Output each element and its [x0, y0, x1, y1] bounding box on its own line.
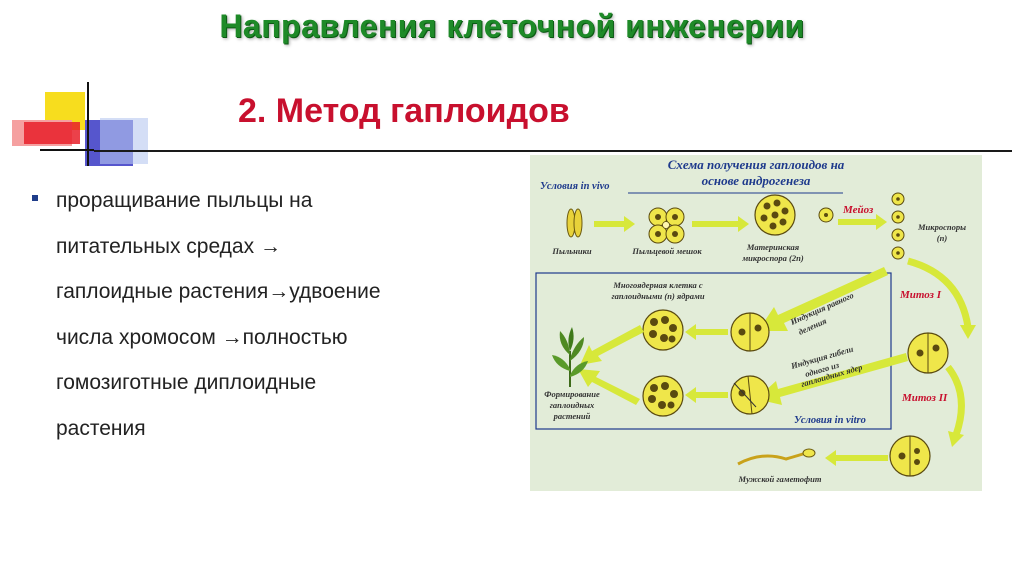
mother-microspore-icon — [754, 194, 796, 236]
arrow-to-multinuclear-bottom — [685, 387, 728, 403]
diagram-title-line1: Схема получения гаплоидов на — [668, 157, 845, 172]
subtitle: 2. Метод гаплоидов — [238, 92, 570, 130]
light-blue-square — [100, 118, 148, 164]
bullet-line: гомозиготные диплоидные — [56, 371, 317, 394]
arrow-sac-to-mother — [692, 216, 749, 232]
formation-label-line3: растений — [553, 411, 591, 421]
plant-icon — [552, 327, 588, 387]
formation-label-line2: гаплоидных — [550, 400, 595, 410]
title-rule — [94, 150, 1012, 152]
diagram-title-line2: основе андрогенеза — [702, 173, 811, 188]
bullet-marker — [32, 195, 38, 201]
binucleate-cell-box-top-icon — [730, 312, 770, 352]
gametophyte-label: Мужской гаметофит — [738, 474, 822, 484]
multinuclear-cell-top-icon — [642, 309, 684, 351]
mitosis2-label: Митоз II — [901, 392, 948, 404]
mother-label-line2: микроспора (2n) — [741, 253, 804, 263]
bullet-line: проращивание пыльцы на — [56, 189, 313, 212]
arrow-to-mitosis2 — [945, 364, 965, 437]
pollen-sac-label: Пыльцевой мешок — [631, 246, 702, 256]
multinuclear-cell-bottom-icon — [642, 375, 684, 417]
arrow-to-multinuclear-top — [685, 324, 728, 340]
multinuclear-label-line2: гаплоидными (n) ядрами — [611, 291, 704, 301]
anthers-icon — [566, 208, 583, 238]
decorative-squares — [12, 82, 148, 166]
in-vitro-box — [535, 272, 892, 430]
header-title: Направления клеточной инженерии — [219, 8, 805, 44]
tricellular-cell-icon — [889, 435, 931, 477]
binucleate-cell-box-bottom-icon — [730, 375, 770, 415]
bullet-line: растения — [56, 416, 146, 440]
androgenesis-diagram: Схема получения гаплоидов на основе андр… — [530, 155, 982, 491]
arrow-to-plant-bottom — [578, 369, 640, 405]
arrow-to-gametophyte — [825, 450, 888, 466]
mitosis1-label: Митоз I — [899, 289, 942, 301]
arrow-to-mitosis1 — [907, 257, 972, 328]
microspores-column-icon — [891, 192, 905, 260]
formation-label-line1: Формирование — [544, 389, 600, 399]
binucleate-cell-right-icon — [907, 332, 949, 374]
mother-label-line1: Материнская — [746, 242, 800, 252]
arrow-meiosis — [838, 214, 887, 230]
multinuclear-label-line1: Многоядерная клетка с — [612, 280, 702, 290]
arrow-to-equal-division — [758, 267, 888, 331]
pollen-sac-icon — [648, 207, 685, 244]
bullet-line: гаплоидные растения→удвоение — [56, 280, 381, 303]
bullet-line: числа хромосом →полностью — [56, 325, 348, 349]
bullet-list: проращивание пыльцы на питательных среда… — [30, 178, 500, 451]
diagram-canvas: Схема получения гаплоидов на основе андр… — [535, 157, 976, 484]
bullet-text: проращивание пыльцы на питательных среда… — [56, 178, 500, 451]
arrow-anthers-to-sac — [594, 216, 635, 232]
pollen-tube-icon — [737, 451, 807, 466]
microspores-label-line1: Микроспоры — [917, 222, 966, 232]
arrow-to-plant-top — [580, 325, 644, 365]
in-vivo-label: Условия in vivo — [540, 181, 610, 192]
microspores-label-line2: (n) — [937, 233, 948, 243]
meiosis-label: Мейоз — [842, 204, 874, 216]
anthers-label: Пыльники — [551, 246, 592, 256]
arrow-to-nuclear-death — [756, 353, 908, 405]
bullet-line: питательных средах → — [56, 234, 281, 258]
red-rect — [24, 122, 80, 144]
in-vitro-label: Условия in vitro — [794, 415, 866, 426]
